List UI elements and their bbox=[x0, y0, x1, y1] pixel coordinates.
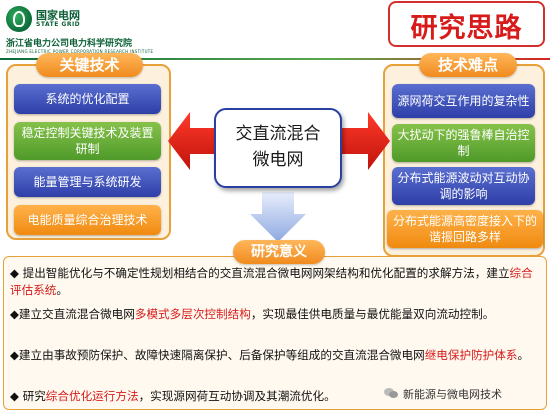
right-double-arrow-icon bbox=[338, 112, 390, 170]
title-frame bbox=[388, 1, 545, 47]
org-name-cn: 国家电网 bbox=[36, 9, 80, 22]
bullet-highlight: 综合优化运行方法 bbox=[45, 389, 139, 403]
state-grid-logo-icon bbox=[6, 6, 32, 32]
watermark: 新能源与微电网技术 bbox=[403, 388, 502, 401]
bullet-text: ◆建立由事故预防保护、故障快速隔离保护、后备保护等组成的交直流混合微电网 bbox=[10, 348, 425, 362]
difficulty-item: 源网荷交互作用的复杂性 bbox=[392, 84, 535, 118]
institute-name-cn: 浙江省电力公司电力科学研究院 bbox=[6, 39, 133, 49]
bullet-highlight: 继电保护防护体系 bbox=[424, 348, 518, 362]
key-tech-item: 能量管理与系统研发 bbox=[14, 167, 161, 197]
significance-bullet: ◆ 研究综合优化运行方法，实现源网荷互动协调及其潮流优化。 bbox=[10, 388, 380, 405]
difficulty-header: 技术难点 bbox=[419, 53, 517, 77]
slide-title: 研究思路 bbox=[410, 13, 523, 44]
key-tech-item: 系统的优化配置 bbox=[14, 84, 161, 114]
difficulty-item: 大扰动下的强鲁棒自治控制 bbox=[392, 124, 535, 162]
significance-bullet: ◆ 提出智能优化与不确定性规划相结合的交直流混合微电网网架结构和优化配置的求解方… bbox=[10, 265, 538, 299]
significance-header: 研究意义 bbox=[233, 240, 325, 264]
center-topic-line: 交直流混合 bbox=[235, 124, 321, 144]
bullet-text: ，实现源网荷互动协调及其潮流优化。 bbox=[138, 389, 336, 403]
org-name-en: STATE GRID bbox=[36, 21, 81, 28]
left-double-arrow-icon bbox=[168, 112, 220, 170]
bullet-text: 。 bbox=[56, 283, 68, 297]
bullet-text: ◆建立交直流混合微电网 bbox=[10, 307, 135, 321]
significance-panel bbox=[3, 256, 547, 410]
significance-bullet: ◆建立交直流混合微电网多模式多层次控制结构，实现最佳供电质量与最优能量双向流动控… bbox=[10, 306, 538, 323]
center-topic-box bbox=[214, 108, 342, 188]
difficulty-item: 分布式能源高密度接入下的谐振回路多样 bbox=[387, 210, 543, 248]
center-topic: 交直流混合 微电网 bbox=[214, 121, 342, 173]
center-topic-line: 微电网 bbox=[252, 150, 304, 170]
down-arrow-icon bbox=[250, 192, 306, 242]
bullet-highlight: 多模式多层次控制结构 bbox=[134, 307, 251, 321]
bullet-text: ◆ 研究 bbox=[10, 389, 46, 403]
difficulty-item: 分布式能源波动对互动协调的影响 bbox=[392, 167, 535, 205]
significance-bullet: ◆建立由事故预防保护、故障快速隔离保护、后备保护等组成的交直流混合微电网继电保护… bbox=[10, 347, 538, 364]
bullet-text: ，实现最佳供电质量与最优能量双向流动控制。 bbox=[250, 307, 495, 321]
wechat-icon bbox=[384, 388, 398, 398]
key-tech-item: 稳定控制关键技术及装置研制 bbox=[14, 122, 161, 160]
key-tech-item: 电能质量综合治理技术 bbox=[14, 205, 161, 235]
key-tech-header: 关键技术 bbox=[36, 53, 143, 77]
institute-name-en: ZHEJIANG ELECTRIC POWER CORPORATION RESE… bbox=[6, 49, 154, 54]
bullet-text: ◆ 提出智能优化与不确定性规划相结合的交直流混合微电网网架结构和优化配置的求解方… bbox=[10, 266, 510, 280]
bullet-highlight: 综合评估系统 bbox=[10, 266, 533, 297]
header-divider bbox=[0, 58, 550, 60]
bullet-text: 。 bbox=[517, 348, 530, 362]
